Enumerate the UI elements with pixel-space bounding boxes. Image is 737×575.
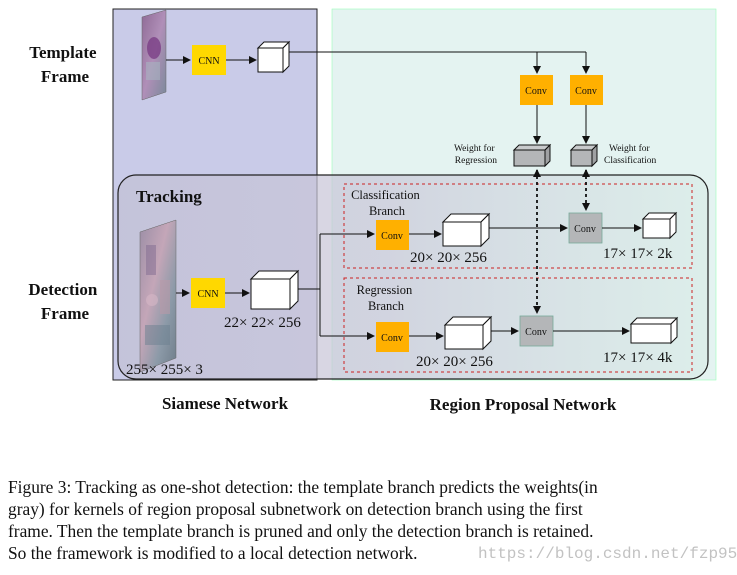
conv-weight-regression-label: Conv [525, 86, 547, 97]
cls-feature-cube [441, 212, 491, 248]
regression-branch-box [343, 277, 693, 373]
cnn-template-label: CNN [198, 56, 219, 67]
detection-frame-label: Detection Frame [28, 280, 101, 323]
weight-regression-cube [512, 143, 552, 168]
input-dims: 255× 255× 3 [126, 362, 203, 378]
conv-reg-branch-label: Conv [381, 333, 403, 344]
reg-feature-cube [443, 315, 493, 351]
cls-feature-dims: 20× 20× 256 [410, 250, 487, 266]
siamese-network-title: Siamese Network [162, 394, 289, 413]
conv-reg-xcorr-block [519, 315, 554, 347]
cls-output-cube [641, 211, 678, 240]
detection-feature-dims: 22× 22× 256 [224, 315, 301, 331]
caption-line: frame. Then the template branch is prune… [8, 521, 594, 541]
conv-cls-branch-block [376, 220, 409, 250]
cnn-detection-label: CNN [197, 289, 218, 300]
cnn-detection-block [191, 278, 225, 308]
template-frame-label: Template Frame [29, 43, 101, 86]
figure-caption: Figure 3: Tracking as one-shot detection… [8, 476, 730, 564]
region-proposal-title: Region Proposal Network [430, 395, 617, 414]
detection-feature-cube [249, 269, 300, 311]
caption-line: So the framework is modified to a local … [8, 543, 418, 563]
reg-output-dims: 17× 17× 4k [603, 350, 673, 366]
weight-classification-label: Weight for Classification [604, 143, 656, 166]
conv-weight-regression-block [520, 75, 553, 105]
conv-reg-branch-block [376, 322, 409, 352]
conv-cls-xcorr-block [568, 212, 603, 244]
weight-classification-cube [569, 143, 599, 168]
classification-branch-box [343, 183, 693, 269]
caption-line: gray) for kernels of region proposal sub… [8, 499, 583, 519]
tracking-diagram: Tracking Template Frame Detection Frame … [28, 8, 717, 414]
watermark: https://blog.csdn.net/fzp95 [478, 545, 737, 563]
conv-reg-xcorr-label: Conv [525, 327, 547, 338]
conv-cls-xcorr-label: Conv [574, 224, 596, 235]
regression-branch-title: Regression Branch [357, 283, 416, 313]
template-feature-cube [256, 40, 291, 74]
conv-weight-classification-block [570, 75, 603, 105]
detection-image [139, 219, 177, 373]
tracking-title: Tracking [136, 187, 202, 206]
conv-weight-classification-label: Conv [575, 86, 597, 97]
reg-output-cube [629, 316, 679, 345]
conv-cls-branch-label: Conv [381, 231, 403, 242]
caption-line: Figure 3: Tracking as one-shot detection… [8, 477, 598, 497]
reg-feature-dims: 20× 20× 256 [416, 354, 493, 370]
cls-output-dims: 17× 17× 2k [603, 246, 673, 262]
cnn-template-block [192, 45, 226, 75]
classification-branch-title: Classification Branch [351, 188, 423, 218]
template-image [141, 9, 167, 101]
tracking-box [117, 174, 709, 380]
weight-regression-label: Weight for Regression [454, 143, 497, 166]
